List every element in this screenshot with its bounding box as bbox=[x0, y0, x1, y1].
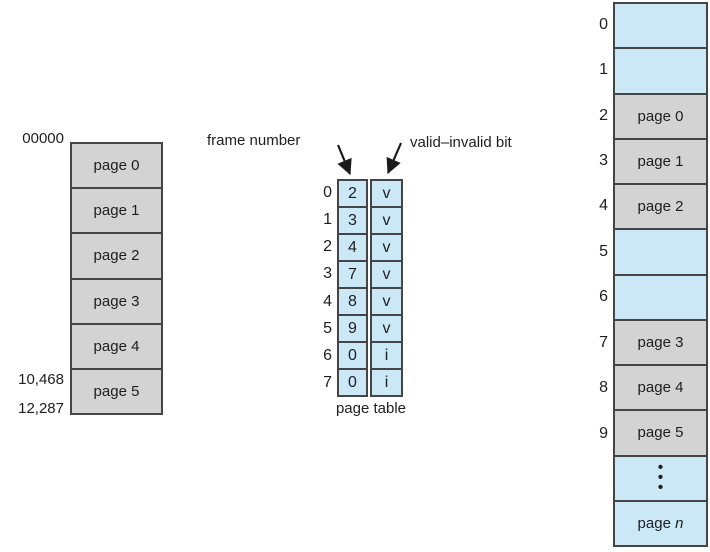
frame-cell: 0 bbox=[339, 343, 366, 370]
memory-frame bbox=[615, 230, 706, 276]
frame-index: 6 bbox=[599, 288, 608, 306]
frame-cell: 4 bbox=[339, 235, 366, 262]
memory-frame bbox=[615, 49, 706, 95]
bit-cell: v bbox=[372, 181, 401, 208]
frame-index: 0 bbox=[599, 15, 608, 33]
page-table-index: 3 bbox=[323, 265, 332, 283]
frame-cell: 8 bbox=[339, 289, 366, 316]
page-table-index: 4 bbox=[323, 292, 332, 310]
frame-cell: 9 bbox=[339, 316, 366, 343]
bit-cell: v bbox=[372, 235, 401, 262]
address-top: 00000 bbox=[22, 130, 64, 147]
memory-frame: page 4 bbox=[615, 366, 706, 412]
bit-cell: v bbox=[372, 208, 401, 235]
frame-cell: 3 bbox=[339, 208, 366, 235]
logical-memory-cell: page 4 bbox=[72, 325, 161, 370]
page-table-index: 2 bbox=[323, 238, 332, 256]
address-bottom: 12,287 bbox=[18, 400, 64, 417]
logical-memory-cell: page 1 bbox=[72, 189, 161, 235]
physical-memory-stack: page 0 page 1 page 2 page 3 page 4 page … bbox=[613, 2, 708, 547]
page-table-caption: page table bbox=[335, 400, 407, 417]
frame-index: 8 bbox=[599, 379, 608, 397]
page-n-label: page n bbox=[637, 514, 684, 532]
frame-index: 5 bbox=[599, 242, 608, 260]
memory-frame: page 3 bbox=[615, 320, 706, 366]
memory-frame bbox=[615, 275, 706, 321]
page-table-index: 1 bbox=[323, 210, 332, 228]
page-table-index: 0 bbox=[323, 183, 332, 201]
bit-cell: i bbox=[372, 343, 401, 370]
frame-number-label: frame number bbox=[207, 132, 301, 149]
memory-frame: page 1 bbox=[615, 139, 706, 185]
frame-index: 2 bbox=[599, 106, 608, 124]
frame-index bbox=[570, 502, 608, 547]
logical-memory-cell: page 3 bbox=[72, 280, 161, 325]
logical-memory-cell: page 2 bbox=[72, 234, 161, 280]
logical-memory-cell: page 5 bbox=[93, 382, 140, 400]
logical-memory-stack: page 0 page 1 page 2 page 3 page 4 page … bbox=[70, 142, 163, 415]
vertical-ellipsis-icon: • • • bbox=[657, 459, 664, 497]
frame-index: 1 bbox=[599, 61, 608, 79]
page-table-frame-column: 2 3 4 7 8 9 0 0 bbox=[337, 179, 368, 397]
page-table-index: 6 bbox=[323, 347, 332, 365]
page-table-index: 5 bbox=[323, 319, 332, 337]
logical-memory-cell: page 0 bbox=[72, 144, 161, 190]
valid-invalid-bit-label: valid–invalid bit bbox=[410, 134, 512, 151]
frame-cell: 7 bbox=[339, 262, 366, 289]
frame-index bbox=[570, 456, 608, 501]
memory-frame bbox=[615, 4, 706, 50]
page-table-bit-column: v v v v v v i i bbox=[370, 179, 403, 397]
frame-cell: 2 bbox=[339, 181, 366, 208]
memory-frame-ellipsis: • • • bbox=[615, 456, 706, 502]
memory-frame: page 2 bbox=[615, 185, 706, 231]
frame-cell: 0 bbox=[348, 373, 357, 391]
memory-frame: page 5 bbox=[615, 411, 706, 457]
bit-cell: v bbox=[372, 262, 401, 289]
page-table-index: 7 bbox=[323, 374, 332, 392]
frame-index: 3 bbox=[599, 151, 608, 169]
memory-frame: page 0 bbox=[615, 94, 706, 140]
address-page5: 10,468 bbox=[18, 371, 64, 388]
memory-frame-page-n: page n bbox=[615, 501, 706, 545]
physical-memory-indices: 0 1 2 3 4 5 6 7 8 9 bbox=[570, 2, 608, 547]
bit-cell: i bbox=[384, 373, 389, 391]
frame-index: 7 bbox=[599, 333, 608, 351]
page-table-indices: 0 1 2 3 4 5 6 7 bbox=[290, 179, 332, 397]
bit-cell: v bbox=[372, 289, 401, 316]
frame-index: 9 bbox=[599, 424, 608, 442]
frame-index: 4 bbox=[599, 197, 608, 215]
bit-cell: v bbox=[372, 316, 401, 343]
